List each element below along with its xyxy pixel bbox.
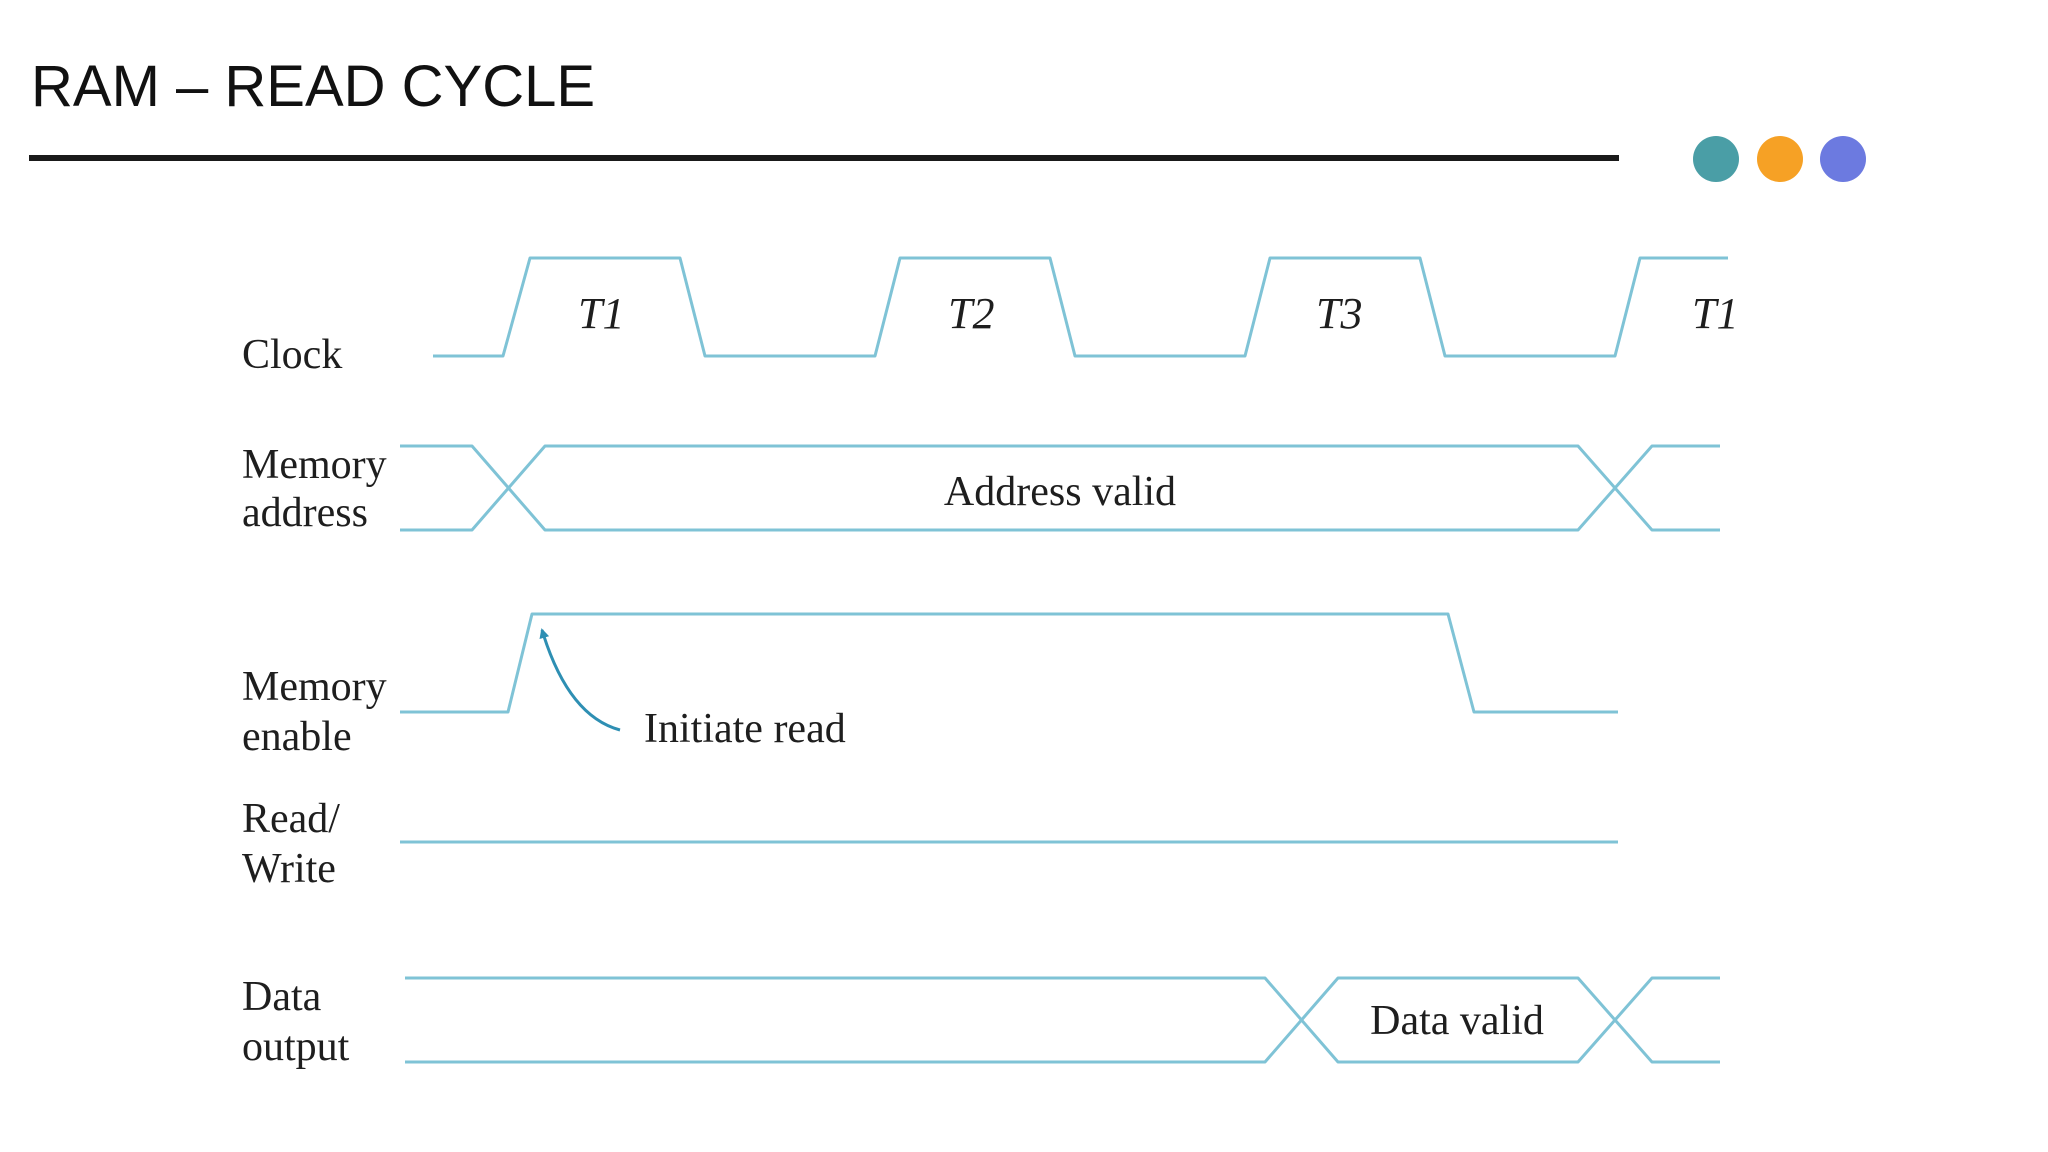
address-valid-label: Address valid [944,469,1176,515]
memory-enable-label: Memory enable [242,664,397,760]
clock-label: Clock [242,332,342,378]
phase-label-t2: T2 [948,289,994,338]
title-divider [29,155,1619,161]
blue-dot-icon [1820,136,1866,182]
data-valid-label: Data valid [1370,998,1544,1044]
phase-label-t1-next: T1 [1692,289,1738,338]
slide-title: RAM – READ CYCLE [31,54,596,119]
phase-label-t3: T3 [1316,289,1362,338]
read-write-label: Read/ Write [242,796,350,892]
initiate-read-label: Initiate read [644,706,846,752]
data-output-bus [405,976,1720,1064]
teal-dot-icon [1693,136,1739,182]
memory-address-label: Memory address [242,442,397,536]
memory-enable-waveform [400,612,1618,714]
orange-dot-icon [1757,136,1803,182]
data-output-label: Data output [242,974,350,1070]
phase-label-t1: T1 [578,289,624,338]
initiate-read-arrow [539,628,621,732]
clock-waveform [433,256,1728,358]
memory-address-bus [400,444,1720,532]
